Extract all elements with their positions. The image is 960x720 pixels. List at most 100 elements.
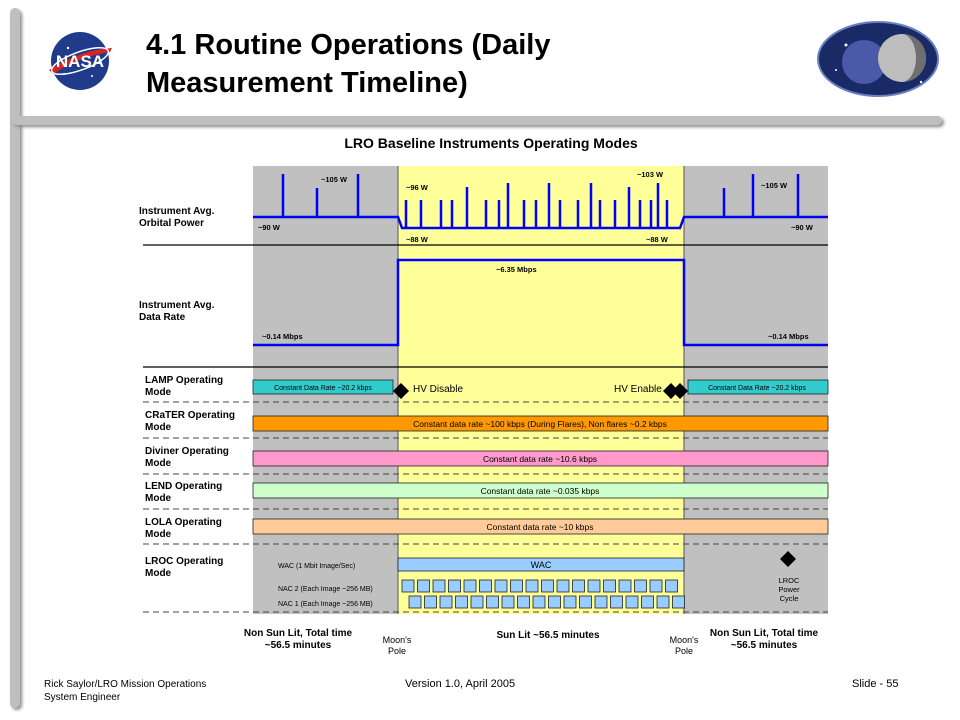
label-line: Mode [145,387,172,398]
nac-image-box [556,579,570,593]
nac-image-box [603,579,616,593]
label-line: Orbital Power [139,218,204,229]
nac-image-box [424,595,437,609]
nac-image-box [579,595,592,609]
nac-image-box [532,595,546,609]
power-peak-right: ~105 W [761,181,788,190]
footer-author-role: System Engineer [44,692,121,703]
lroc-power-cycle-marker [780,551,796,567]
label-line: Instrument Avg. [139,300,215,311]
nac-image-box [656,595,670,609]
footer-author-name: Rick Saylor/LRO Mission Operations [44,679,207,690]
label-line: LROC [779,576,800,585]
footer-author: Rick Saylor/LRO Mission Operations Syste… [44,678,206,704]
label-line: Moon's [383,635,412,645]
data-rate-right: ~0.14 Mbps [768,332,809,341]
nac-image-box [401,579,415,593]
nac-image-box [587,579,601,593]
diagram-title: LRO Baseline Instruments Operating Modes [344,135,637,151]
lamp-hv-enable-marker-b [672,383,688,399]
bottom-label-right: Non Sun Lit, Total time~56.5 minutes [710,628,819,651]
label-line: Non Sun Lit, Total time [244,628,353,639]
dashed-separators [143,401,828,613]
label-line: Mode [145,493,172,504]
label-line: Mode [145,568,172,579]
lroc-wac-label: WAC (1 Mbit Image/Sec) [278,563,355,570]
lola-bar [252,518,829,535]
label-line: Mode [145,422,172,433]
power-base-left: ~90 W [258,223,281,232]
label-line: Moon's [670,635,699,645]
bottom-label-center: Sun Lit ~56.5 minutes [496,630,600,641]
power-peak-mid-right: ~103 W [637,170,664,179]
row-label-power: Instrument Avg.Orbital Power [139,206,215,229]
nac-image-box [625,595,639,609]
lend-bar [252,482,829,499]
nac-image-box [439,595,453,609]
diviner-bar-label: Constant data rate ~10.6 kbps [483,454,597,464]
crater-bar-label: Constant data rate ~100 kbps (During Fla… [413,419,667,429]
nac-image-box [541,579,554,593]
slide-frame-horizontal [12,116,942,125]
page-title-line-2: Measurement Timeline) [146,67,468,99]
label-line: Power [778,585,800,594]
nac-image-box [634,579,647,593]
label-line: LAMP Operating [145,375,223,386]
label-line: ~56.5 minutes [265,640,332,651]
label-line: Cycle [780,594,799,603]
nasa-logo-text: NASA [56,52,104,71]
nac-image-box [479,579,492,593]
nac-image-box [618,579,632,593]
lamp-bar-right-label: Constant Data Rate ~20.2 kbps [708,385,806,392]
label-line: Pole [675,646,693,656]
lroc-nac1-label: NAC 1 (Each Image ~256 MB) [278,601,373,608]
nac-image-box [494,579,508,593]
label-line: Mode [145,458,172,469]
label-line: Non Sun Lit, Total time [710,628,819,639]
lamp-bar-left-label: Constant Data Rate ~20.2 kbps [274,385,372,392]
footer-slide-number: Slide - 55 [852,678,899,690]
nac-image-box [563,595,577,609]
crater-bar [252,415,829,432]
label-line: Data Rate [139,312,186,323]
lola-bar-label: Constant data rate ~10 kbps [486,522,593,532]
lroc-wac-bar [397,557,685,572]
lroc-nac-images [401,579,685,609]
label-line: Mode [145,529,172,540]
power-spikes [281,174,800,228]
power-base-mid-right: ~88 W [646,235,669,244]
nac-image-box [672,595,685,609]
nac-image-box [665,579,678,593]
nac-image-box [455,595,468,609]
label-line: LEND Operating [145,481,222,492]
data-rate-line [253,258,828,347]
nasa-logo: NASA [49,32,112,90]
nac-image-box [649,579,663,593]
label-line: CRaTER Operating [145,410,235,421]
diviner-bar [252,450,829,467]
nac-image-box [525,579,539,593]
power-baseline [253,215,828,230]
nac-image-box [463,579,477,593]
sunlit-zone [398,166,684,614]
lamp-hv-disable-label: HV Disable [413,384,463,395]
lamp-hv-enable-marker-a [663,383,679,399]
page-title: 4.1 Routine Operations (Daily Measuremen… [146,26,786,102]
data-rate-labels: ~0.14 Mbps ~6.35 Mbps ~0.14 Mbps [262,265,809,341]
page-title-line-1: 4.1 Routine Operations (Daily [146,29,551,61]
nac-image-box [548,595,561,609]
nac-image-box [448,579,461,593]
label-line: LOLA Operating [145,517,222,528]
label-line: Pole [388,646,406,656]
data-rate-mid: ~6.35 Mbps [496,265,537,274]
label-line: ~56.5 minutes [731,640,798,651]
